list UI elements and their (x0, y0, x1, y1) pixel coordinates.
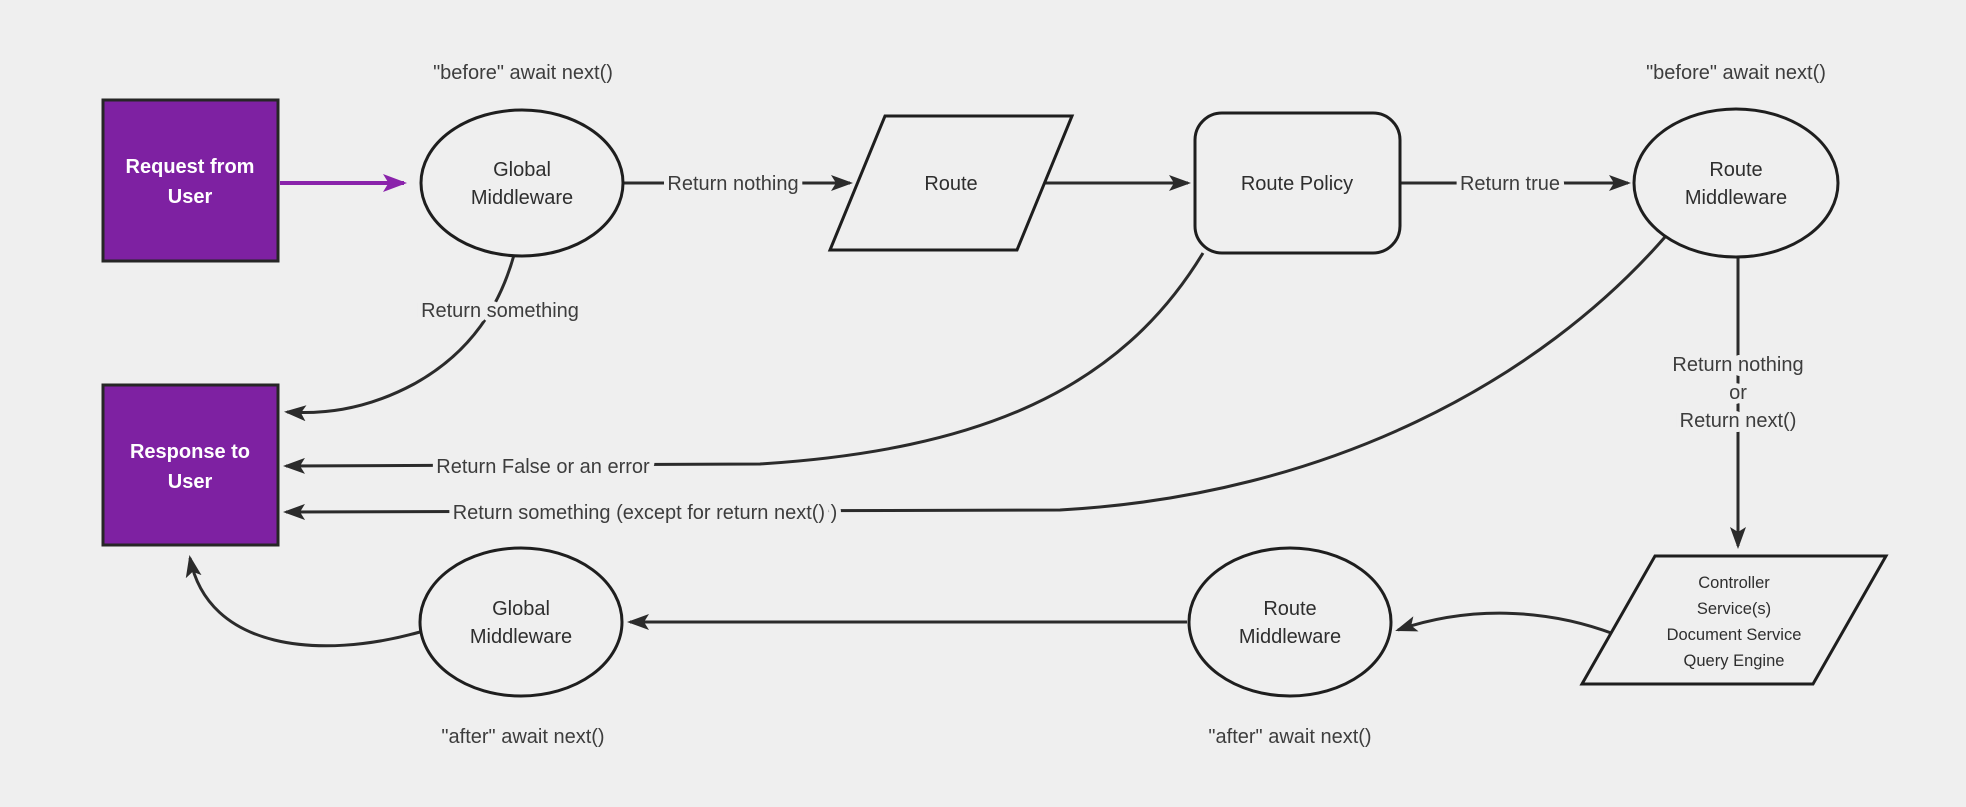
global-middleware-top-label-line1: Global (493, 159, 551, 181)
route-middleware-bottom-node: Route Middleware (1187, 546, 1393, 698)
request-from-user-label-line2: User (168, 186, 213, 208)
controller-label-line2: Service(s) (1697, 600, 1771, 618)
route-parallelogram (827, 114, 1075, 252)
request-from-user-label-line1: Request from (126, 156, 255, 178)
before-await-next-right-annotation: "before" await next() (1646, 62, 1826, 84)
global-middleware-top-label-line2: Middleware (471, 187, 573, 209)
controller-label-line4: Query Engine (1684, 652, 1785, 670)
return-nothing-edge-label: Return nothing (667, 173, 798, 195)
route-middleware-bottom-label-line1: Route (1263, 598, 1316, 620)
response-to-user-label-line1: Response to (130, 441, 250, 463)
edge-route-middleware-return-something-to-response (283, 236, 1667, 520)
response-to-user-label-line2: User (168, 471, 213, 493)
route-policy-node: Route Policy (1193, 111, 1402, 255)
after-await-next-left-annotation: "after" await next() (441, 726, 604, 748)
edge-route-policy-return-false-to-response (283, 252, 1205, 474)
global-middleware-bottom-ellipse (418, 546, 624, 698)
return-false-or-error-edge-label: Return False or an error (436, 456, 650, 478)
return-nothing-or-next-line3: Return next() (1680, 410, 1797, 432)
request-from-user-node: Request from User (101, 98, 280, 263)
edge-global-middleware-bottom-to-response (185, 555, 421, 648)
request-from-user-box (101, 98, 280, 263)
route-label: Route (924, 173, 977, 195)
global-middleware-top-node: Global Middleware (419, 108, 625, 258)
return-nothing-or-next-edge-label: Return nothing or Return next() (1667, 349, 1808, 437)
route-policy-box (1193, 111, 1402, 255)
global-middleware-bottom-node: Global Middleware (418, 546, 624, 698)
global-middleware-bottom-label-line1: Global (492, 598, 550, 620)
global-middleware-top-ellipse (419, 108, 625, 258)
route-middleware-top-label-line1: Route (1709, 159, 1762, 181)
response-to-user-node: Response to User (101, 383, 280, 547)
global-middleware-bottom-label-line2: Middleware (470, 626, 572, 648)
controller-services-parallelogram (1579, 554, 1889, 686)
return-something-except-edge-label: Return something (except for return next… (453, 502, 838, 524)
route-node: Route (827, 114, 1075, 252)
route-middleware-top-label-line2: Middleware (1685, 187, 1787, 209)
route-middleware-top-ellipse (1632, 107, 1840, 259)
route-policy-label: Route Policy (1241, 173, 1353, 195)
return-something-edge-label: Return something (421, 300, 579, 322)
edge-global-middleware-return-something-to-response (284, 254, 516, 422)
before-await-next-left-annotation: "before" await next() (433, 62, 613, 84)
controller-label-line1: Controller (1698, 574, 1770, 592)
return-nothing-or-next-line1: Return nothing (1672, 354, 1803, 376)
after-await-next-right-annotation: "after" await next() (1208, 726, 1371, 748)
return-nothing-or-next-line2: or (1729, 382, 1747, 404)
route-middleware-top-node: Route Middleware (1632, 107, 1840, 259)
controller-services-node: Controller Service(s) Document Service Q… (1579, 554, 1889, 686)
edge-controller-to-route-middleware-bottom (1395, 611, 1615, 636)
route-middleware-bottom-label-line2: Middleware (1239, 626, 1341, 648)
response-to-user-box (101, 383, 280, 547)
controller-label-line3: Document Service (1667, 626, 1802, 644)
route-middleware-bottom-ellipse (1187, 546, 1393, 698)
return-true-edge-label: Return true (1460, 173, 1560, 195)
